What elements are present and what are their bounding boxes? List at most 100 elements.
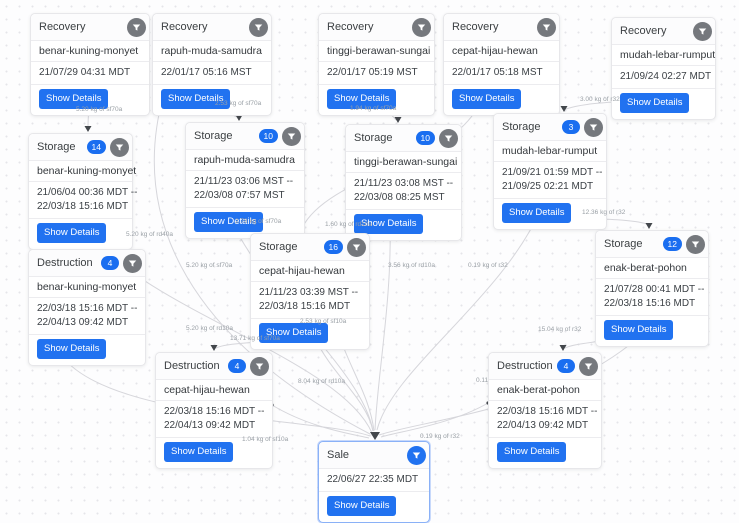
show-details-button[interactable]: Show Details <box>37 339 107 359</box>
show-details-button[interactable]: Show Details <box>259 323 329 343</box>
arrowhead-icon <box>370 432 380 440</box>
date-start: 22/01/17 05:19 MST <box>327 67 418 78</box>
filter-funnel-icon[interactable] <box>579 356 598 376</box>
filter-funnel-icon[interactable] <box>249 17 268 37</box>
arrowhead-icon <box>394 117 402 123</box>
show-details-button[interactable]: Show Details <box>620 93 690 113</box>
node-storage-mudah-lebar-rumput: Storage 3 mudah-lebar-rumput 21/09/21 01… <box>493 113 607 230</box>
node-header: Recovery <box>319 14 434 41</box>
filter-funnel-icon[interactable] <box>250 356 269 376</box>
node-name: enak-berat-pohon <box>596 258 708 279</box>
node-type-label: Storage <box>259 241 298 253</box>
count-badge: 4 <box>228 358 246 374</box>
node-name: cepat-hijau-hewan <box>156 380 272 401</box>
count-badge: 4 <box>101 255 119 271</box>
date-start: 22/01/17 05:16 MST <box>161 67 252 78</box>
filter-funnel-icon[interactable] <box>537 17 556 37</box>
show-details-button[interactable]: Show Details <box>502 203 572 223</box>
date-start: 22/03/18 15:16 MDT -- <box>164 406 265 417</box>
show-details-button[interactable]: Show Details <box>452 89 522 109</box>
count-badge: 10 <box>415 130 435 146</box>
show-details-button[interactable]: Show Details <box>327 89 397 109</box>
node-recovery-benar-kuning-monyet: Recovery benar-kuning-monyet 21/07/29 04… <box>30 13 150 116</box>
node-dates: 21/11/23 03:39 MST -- 22/03/18 15:16 MDT <box>251 282 369 319</box>
filter-funnel-icon[interactable] <box>347 237 366 257</box>
node-dates: 21/07/29 04:31 MDT <box>31 62 149 85</box>
node-type-label: Recovery <box>39 21 86 33</box>
node-storage-rapuh-muda-samudra: Storage 10 rapuh-muda-samudra 21/11/23 0… <box>185 122 305 239</box>
node-type-label: Recovery <box>620 25 667 37</box>
node-dates: 22/03/18 15:16 MDT -- 22/04/13 09:42 MDT <box>156 401 272 438</box>
node-name: mudah-lebar-rumput <box>494 141 606 162</box>
node-header: Storage 10 <box>186 123 304 150</box>
node-dates: 22/01/17 05:19 MST <box>319 62 434 85</box>
node-name: enak-berat-pohon <box>489 380 601 401</box>
filter-funnel-icon[interactable] <box>123 253 142 273</box>
node-dates: 22/01/17 05:18 MST <box>444 62 559 85</box>
node-name: benar-kuning-monyet <box>29 277 145 298</box>
filter-funnel-icon[interactable] <box>584 117 603 137</box>
node-dates: 21/11/23 03:06 MST -- 22/03/08 07:57 MST <box>186 171 304 208</box>
filter-funnel-icon[interactable] <box>412 17 431 37</box>
filter-funnel-icon[interactable] <box>407 445 426 465</box>
node-header: Recovery <box>612 18 715 45</box>
node-header: Destruction 4 <box>156 353 272 380</box>
show-details-button[interactable]: Show Details <box>194 212 264 232</box>
node-dates: 21/09/24 02:27 MDT <box>612 66 715 89</box>
filter-funnel-icon[interactable] <box>439 128 458 148</box>
filter-funnel-icon[interactable] <box>686 234 705 254</box>
node-name: tinggi-berawan-sungai <box>319 41 434 62</box>
date-start: 21/07/28 00:41 MDT -- <box>604 284 705 295</box>
node-name: rapuh-muda-samudra <box>153 41 271 62</box>
date-start: 22/03/18 15:16 MDT -- <box>497 406 598 417</box>
node-name: cepat-hijau-hewan <box>444 41 559 62</box>
show-details-button[interactable]: Show Details <box>164 442 234 462</box>
date-end: 22/03/18 15:16 MDT <box>604 298 696 309</box>
node-type-label: Storage <box>354 132 393 144</box>
show-details-button[interactable]: Show Details <box>497 442 567 462</box>
node-type-label: Recovery <box>452 21 499 33</box>
date-end: 22/04/13 09:42 MDT <box>497 420 589 431</box>
show-details-button[interactable]: Show Details <box>604 320 674 340</box>
node-type-label: Destruction <box>497 360 553 372</box>
node-storage-cepat-hijau-hewan: Storage 16 cepat-hijau-hewan 21/11/23 03… <box>250 233 370 350</box>
node-type-label: Storage <box>194 130 233 142</box>
filter-funnel-icon[interactable] <box>282 126 301 146</box>
date-start: 22/06/27 22:35 MDT <box>327 474 419 485</box>
edge-line <box>314 337 374 432</box>
node-name: benar-kuning-monyet <box>31 41 149 62</box>
count-badge: 14 <box>86 139 106 155</box>
count-badge: 3 <box>562 119 580 135</box>
node-storage-enak-berat-pohon: Storage 12 enak-berat-pohon 21/07/28 00:… <box>595 230 709 347</box>
filter-funnel-icon[interactable] <box>127 17 146 37</box>
node-header: Destruction 4 <box>29 250 145 277</box>
filter-funnel-icon[interactable] <box>110 137 129 157</box>
date-end: 22/03/18 15:16 MDT <box>37 201 129 212</box>
edge-line <box>374 221 391 431</box>
node-header: Recovery <box>444 14 559 41</box>
edge-line <box>153 96 371 435</box>
show-details-button[interactable]: Show Details <box>37 223 107 243</box>
node-name: benar-kuning-monyet <box>29 161 136 182</box>
date-end: 22/04/13 09:42 MDT <box>37 317 129 328</box>
node-type-label: Storage <box>37 141 76 153</box>
node-destruction-cepat-hijau-hewan: Destruction 4 cepat-hijau-hewan 22/03/18… <box>155 352 273 469</box>
node-dates: 21/07/28 00:41 MDT -- 22/03/18 15:16 MDT <box>596 279 708 316</box>
node-dates: 22/06/27 22:35 MDT <box>319 469 429 492</box>
date-start: 21/11/23 03:08 MST -- <box>354 178 454 189</box>
arrowhead-icon <box>84 126 92 132</box>
node-type-label: Storage <box>604 238 643 250</box>
node-name: rapuh-muda-samudra <box>186 150 304 171</box>
count-badge: 10 <box>258 128 278 144</box>
show-details-button[interactable]: Show Details <box>354 214 424 234</box>
filter-funnel-icon[interactable] <box>693 21 712 41</box>
node-type-label: Storage <box>502 121 541 133</box>
show-details-button[interactable]: Show Details <box>327 496 397 516</box>
node-type-label: Destruction <box>164 360 220 372</box>
node-dates: 22/03/18 15:16 MDT -- 22/04/13 09:42 MDT <box>489 401 601 438</box>
arrowhead-icon <box>645 223 653 229</box>
show-details-button[interactable]: Show Details <box>39 89 109 109</box>
show-details-button[interactable]: Show Details <box>161 89 231 109</box>
arrowhead-icon <box>210 345 218 351</box>
date-end: 22/03/08 08:25 MST <box>354 192 445 203</box>
